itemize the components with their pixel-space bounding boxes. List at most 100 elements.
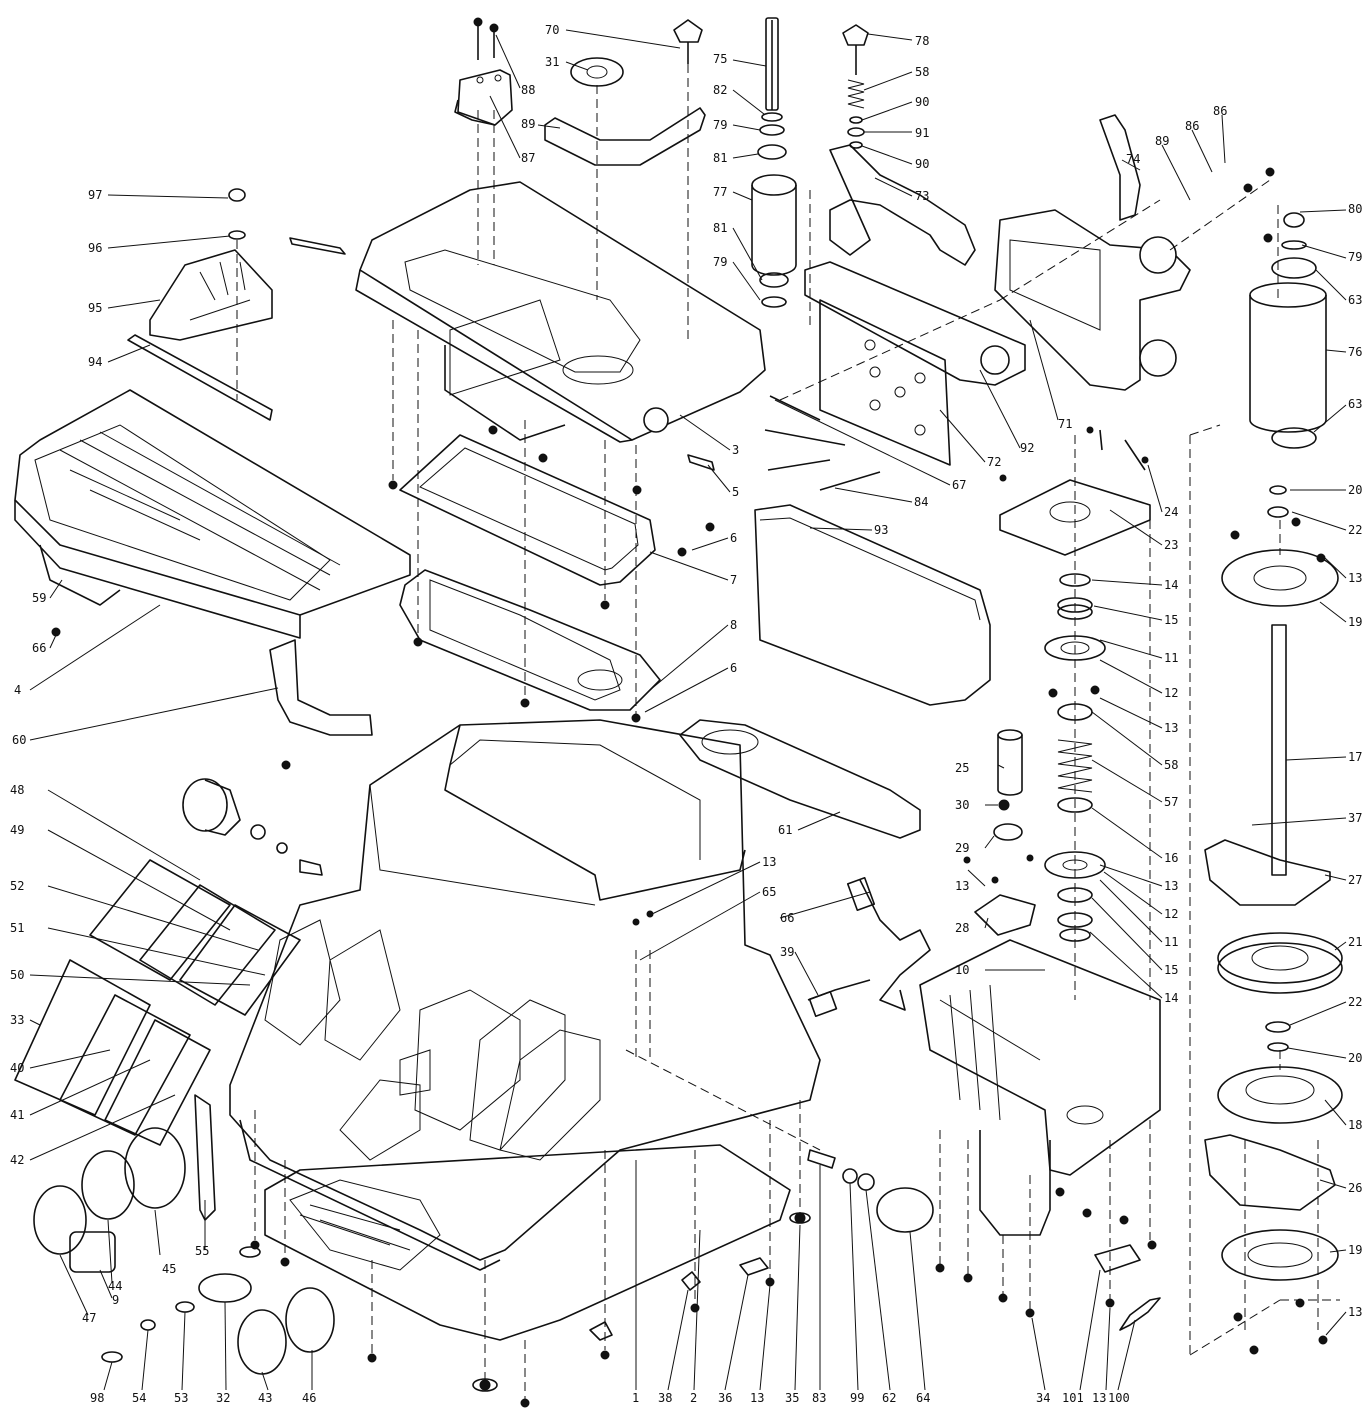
bracket-73	[829, 144, 976, 266]
callout-66: 66	[780, 911, 794, 925]
callout-75: 75	[713, 52, 727, 66]
spindle-stack	[751, 17, 797, 308]
belt-housing-61	[679, 719, 921, 839]
callout-6: 6	[730, 661, 737, 675]
callout-7: 7	[730, 573, 737, 587]
screws	[51, 167, 1328, 1408]
callout-9: 9	[112, 1293, 119, 1307]
callout-87: 87	[521, 151, 535, 165]
callout-99: 99	[850, 1391, 864, 1405]
platen-72	[819, 299, 951, 466]
callout-22: 22	[1348, 523, 1362, 537]
callout-48: 48	[10, 783, 24, 797]
left-table-4	[14, 389, 411, 639]
callout-97: 97	[88, 188, 102, 202]
miter-bar-94	[127, 334, 273, 421]
callout-5: 5	[732, 485, 739, 499]
gasket-7	[399, 434, 656, 586]
callout-16: 16	[1164, 851, 1178, 865]
callout-49: 49	[10, 823, 24, 837]
callout-3: 3	[732, 443, 739, 457]
callout-13: 13	[762, 855, 776, 869]
drum-gear	[182, 778, 323, 876]
callout-79: 79	[713, 255, 727, 269]
callout-79: 79	[713, 118, 727, 132]
callout-55: 55	[195, 1244, 209, 1258]
callout-70: 70	[545, 23, 559, 37]
callout-52: 52	[10, 879, 24, 893]
callout-34: 34	[1036, 1391, 1050, 1405]
sanding-belt-93	[754, 504, 991, 706]
callout-71: 71	[1058, 417, 1072, 431]
callout-82: 82	[713, 83, 727, 97]
callout-54: 54	[132, 1391, 146, 1405]
callout-88: 88	[521, 83, 535, 97]
callout-90: 90	[915, 157, 929, 171]
callout-25: 25	[955, 761, 969, 775]
callout-13: 13	[1164, 879, 1178, 893]
callout-72: 72	[987, 455, 1001, 469]
callout-94: 94	[88, 355, 102, 369]
callout-20: 20	[1348, 1051, 1362, 1065]
callout-11: 11	[1164, 935, 1178, 949]
motor-housing-76	[1249, 212, 1327, 449]
callout-73: 73	[915, 189, 929, 203]
callout-14: 14	[1164, 991, 1178, 1005]
callout-29: 29	[955, 841, 969, 855]
callout-53: 53	[174, 1391, 188, 1405]
callout-10: 10	[955, 963, 969, 977]
callout-100: 100	[1108, 1391, 1130, 1405]
callout-26: 26	[1348, 1181, 1362, 1195]
callout-28: 28	[955, 921, 969, 935]
base-plate-2	[264, 1144, 791, 1341]
callout-92: 92	[1020, 441, 1034, 455]
callout-19: 19	[1348, 615, 1362, 629]
callout-31: 31	[545, 55, 559, 69]
callout-58: 58	[1164, 758, 1178, 772]
callout-23: 23	[1164, 538, 1178, 552]
sanding-sheets-upper	[89, 859, 301, 1016]
callout-83: 83	[812, 1391, 826, 1405]
callout-30: 30	[955, 798, 969, 812]
callout-6: 6	[730, 531, 737, 545]
insert-disc-31	[570, 57, 624, 87]
callout-22: 22	[1348, 995, 1362, 1009]
roller-25	[974, 729, 1036, 936]
callout-89: 89	[521, 117, 535, 131]
callout-13: 13	[1164, 721, 1178, 735]
callout-59: 59	[32, 591, 46, 605]
callout-13: 13	[750, 1391, 764, 1405]
callout-89: 89	[1155, 134, 1169, 148]
callout-98: 98	[90, 1391, 104, 1405]
callout-32: 32	[216, 1391, 230, 1405]
callout-11: 11	[1164, 651, 1178, 665]
leader-lines	[29, 29, 1347, 1391]
assembly-lines	[236, 64, 1340, 1400]
callout-15: 15	[1164, 613, 1178, 627]
callout-76: 76	[1348, 345, 1362, 359]
callout-42: 42	[10, 1153, 24, 1167]
callout-91: 91	[915, 126, 929, 140]
callout-13: 13	[1092, 1391, 1106, 1405]
callout-67: 67	[952, 478, 966, 492]
callout-12: 12	[1164, 686, 1178, 700]
callout-8: 8	[730, 618, 737, 632]
callout-62: 62	[882, 1391, 896, 1405]
callout-93: 93	[874, 523, 888, 537]
callout-40: 40	[10, 1061, 24, 1075]
callout-41: 41	[10, 1108, 24, 1122]
callout-60: 60	[12, 733, 26, 747]
dust-tray-8	[399, 569, 661, 711]
callout-13: 13	[955, 879, 969, 893]
main-base-1	[229, 719, 821, 1271]
miter-gauge-95	[149, 249, 273, 341]
callout-61: 61	[778, 823, 792, 837]
callout-79: 79	[1348, 250, 1362, 264]
callout-43: 43	[258, 1391, 272, 1405]
callout-64: 64	[916, 1391, 930, 1405]
callout-86: 86	[1213, 104, 1227, 118]
frame-assembly	[994, 114, 1191, 391]
callout-13: 13	[1348, 1305, 1362, 1319]
power-cord	[807, 876, 931, 1018]
